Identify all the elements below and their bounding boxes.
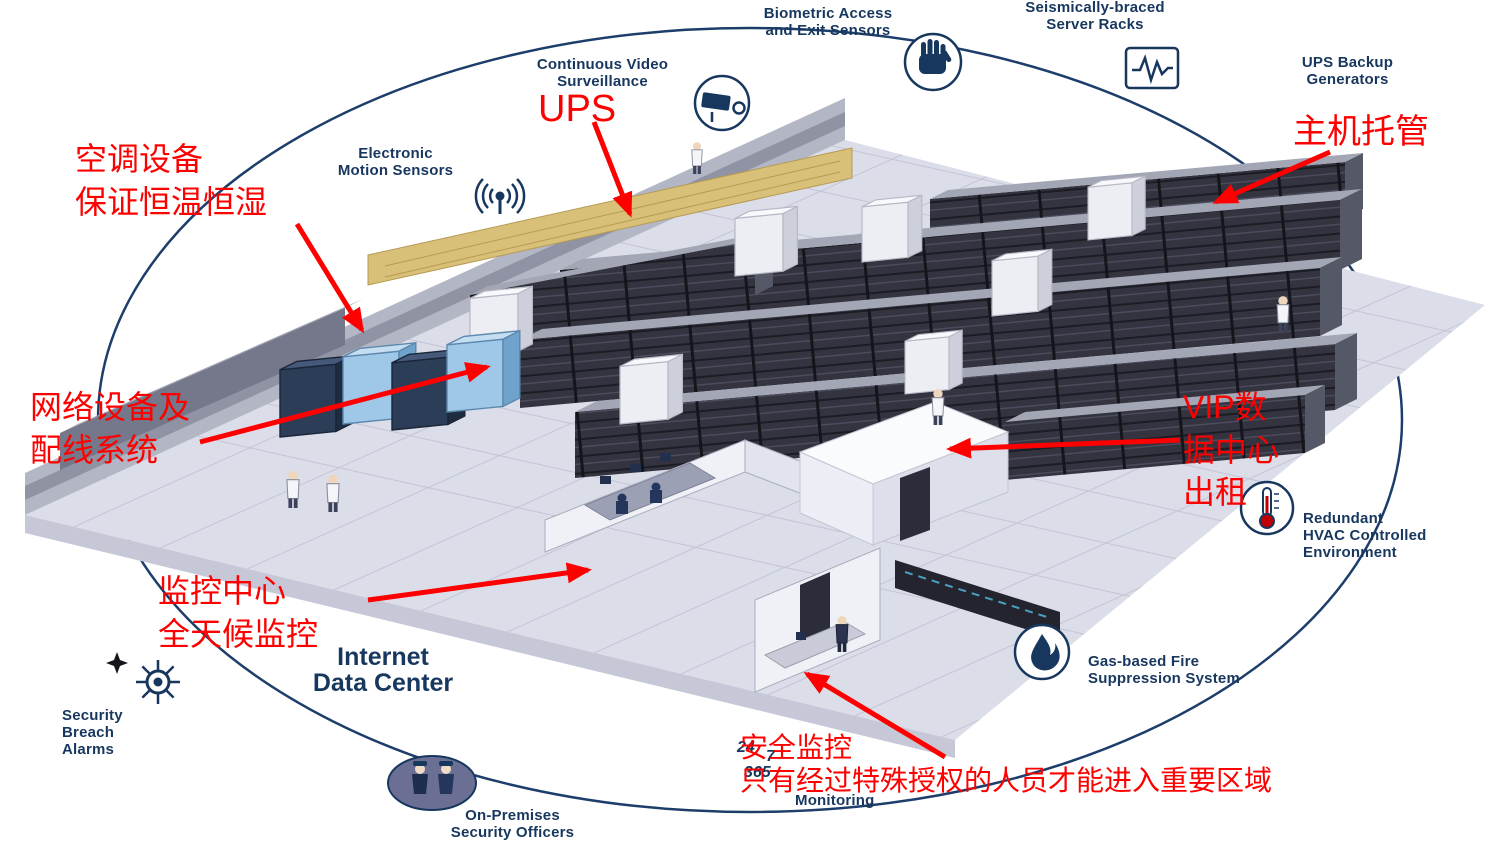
label-security-officers: On-Premises Security Officers [450, 807, 575, 841]
label-fire-suppression: Gas-based Fire Suppression System [1088, 653, 1240, 687]
video-camera-icon [693, 74, 751, 132]
star-icon [106, 652, 128, 674]
left-equipment-row [60, 299, 363, 470]
motion-sensor-icon [474, 178, 526, 214]
annotation-security-note: 只有经过特殊授权的人员才能进入重要区域 [740, 765, 1273, 796]
annotation-arrows [199, 121, 1332, 760]
arrow-aircon [294, 222, 365, 334]
label-24: 24 [737, 739, 755, 756]
annotation-vip: VIP数 据中心 出租 [1183, 389, 1280, 511]
label-biometric-access: Biometric Access and Exit Sensors [763, 5, 893, 39]
annotation-ups: UPS [538, 88, 617, 130]
label-hvac: Redundant HVAC Controlled Environment [1303, 510, 1427, 561]
security-officers-icon [387, 755, 477, 811]
label-365: 365 [744, 764, 771, 781]
label-breach-alarms: Security Breach Alarms [62, 707, 123, 758]
label-seismic-racks: Seismically-braced Server Racks [1025, 0, 1165, 33]
annotation-monitor-center: 监控中心 全天候监控 [158, 573, 319, 652]
biometric-hand-icon [903, 32, 963, 92]
annotation-aircon: 空调设备 保证恒温恒湿 [75, 141, 268, 220]
label-motion-sensors: Electronic Motion Sensors [337, 145, 454, 179]
arrow-network [199, 362, 491, 445]
fire-icon [1013, 623, 1071, 681]
arrow-hosting [1212, 149, 1332, 205]
arrow-vip [946, 437, 1181, 459]
diagram-title: Internet Data Center [276, 644, 490, 696]
annotation-network: 网络设备及 配线系统 [30, 389, 191, 468]
annotation-hosting: 主机托管 [1293, 113, 1429, 151]
vip-room [798, 401, 1010, 546]
diagram-title-line1: Internet [337, 643, 429, 671]
label-ups-backup: UPS Backup Generators [1301, 54, 1394, 88]
annotation-security-monitor: 安全监控 [740, 732, 853, 763]
seismic-rack-icon [1124, 46, 1180, 90]
label-video-surveillance: Continuous Video Surveillance [536, 56, 669, 90]
alarm-icon [106, 652, 180, 704]
arrow-monitor [367, 562, 592, 603]
arrow-security [803, 671, 947, 760]
pallet-shelves [367, 147, 853, 286]
arrow-ups [591, 121, 633, 218]
diagram-title-line2: Data Center [312, 669, 454, 697]
thermometer-icon [1239, 480, 1295, 536]
label-monitoring: Monitoring [795, 792, 875, 809]
rack-row-4 [1005, 385, 1325, 480]
label-7: 7 [766, 748, 775, 765]
